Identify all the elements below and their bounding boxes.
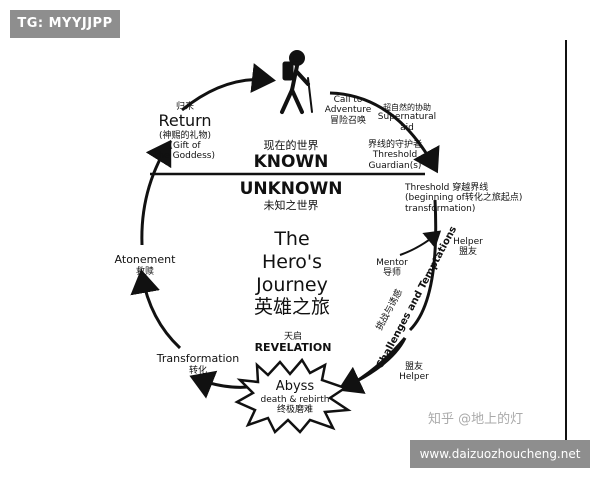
threshold-line-1: Threshold 穿越界线 [405,183,545,193]
arc-bottom-left [130,269,182,350]
supernatural-line-1: Supernatural [377,112,437,123]
helper-2-en: Helper [399,372,429,383]
transformation-label: Transformation 转化 [148,352,248,376]
helper-2-label: 盟友 Helper [394,362,434,383]
call-line-1: Call to [333,95,363,105]
abyss-label: Abyss death & rebirth 终极磨难 [250,379,340,416]
call-line-2: Adventure [324,105,372,116]
website-banner[interactable]: www.daizuozhoucheng.net [410,440,590,468]
supernatural-aid-label: 超自然的协助 Supernatural aid [372,103,442,133]
atonement-en: Atonement [114,253,176,266]
mentor-label: Mentor 导师 [370,258,414,279]
guardians-cn: 界线的守护者 [367,140,422,150]
center-title-line-2: Hero's [261,250,323,273]
helper-1-cn: 盟友 [458,247,477,258]
threshold-sub-cn: 转化之旅起点) [464,193,523,204]
arc-top-right [329,91,440,174]
call-to-adventure-label: Call to Adventure 冒险召唤 [318,95,378,126]
threshold-guardians-label: 界线的守护者 Threshold Guardian(s) [355,140,435,171]
transformation-cn: 转化 [188,365,207,376]
revelation-en: REVELATION [254,341,332,355]
helper-1-label: Helper 盟友 [448,237,488,258]
arc-top-left [181,63,276,112]
mentor-arrow [399,230,442,256]
atonement-cn: 救赎 [135,266,154,277]
revelation-label: 天启 REVELATION [248,332,338,355]
guardians-line-2: Guardian(s) [368,160,422,171]
tg-tag: TG: MYYJJPP [10,10,120,38]
return-label: 归来 Return (神赐的礼物) (Gift of the Goddess) [140,102,230,162]
return-cn: 归来 [175,102,194,112]
mentor-cn: 导师 [382,268,401,279]
arc-left [140,139,172,246]
transformation-en: Transformation [156,352,240,365]
revelation-cn: 天启 [283,332,302,342]
unknown-cn: 未知之世界 [263,199,319,212]
threshold-label: Threshold 穿越界线 (beginning of转化之旅起点) tran… [405,183,545,214]
center-title-line-1: The [274,228,310,250]
helper-2-cn: 盟友 [404,362,423,372]
guardians-line-1: Threshold [372,150,418,161]
atonement-label: Atonement 救赎 [105,253,185,277]
known-label: KNOWN [253,152,329,172]
return-en: Return [158,111,212,131]
supernatural-line-2: aid [400,122,414,133]
center-title-line-3: Journey [256,273,328,296]
call-cn: 冒险召唤 [329,115,366,126]
hiker-figure [280,50,313,114]
abyss-cn: 终极磨难 [276,405,313,416]
helper-1-en: Helper [453,237,483,247]
center-title-cn: 英雄之旅 [253,296,330,319]
threshold-en: Threshold [405,183,450,193]
arc-right [408,199,438,332]
mentor-en: Mentor [376,258,408,268]
return-gift-1: (Gift of [169,141,201,152]
zhihu-watermark: 知乎 @地上的灯 [428,412,524,427]
threshold-cn: 穿越界线 [452,183,489,193]
threshold-sub: (beginning of [405,193,465,204]
supernatural-cn: 超自然的协助 [383,103,431,112]
center-title: The Hero's Journey 英雄之旅 [237,228,347,319]
return-gift-cn: (神赐的礼物) [158,130,212,141]
known-cn: 现在的世界 [263,139,319,152]
threshold-line-3: transformation) [405,203,476,214]
unknown-label: UNKNOWN [239,179,343,199]
return-gift-2: the Goddess) [155,151,215,162]
vertical-divider [565,40,567,440]
arrow-to-abyss [337,337,407,394]
abyss-sub: death & rebirth [260,394,330,405]
abyss-en: Abyss [275,379,315,394]
abyss-burst [234,357,352,435]
threshold-line-2: (beginning of转化之旅起点) [405,193,545,203]
